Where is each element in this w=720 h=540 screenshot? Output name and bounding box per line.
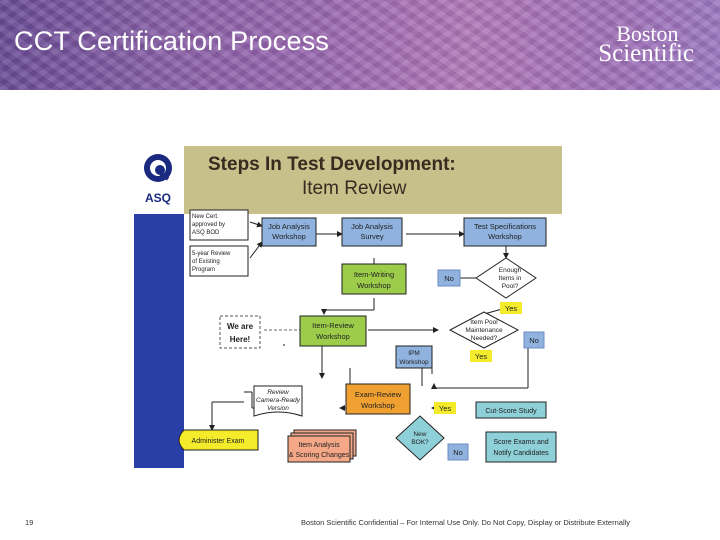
svg-text:Score Exams and: Score Exams and bbox=[493, 439, 548, 446]
node-test-specifications: Test Specifications Workshop bbox=[463, 217, 547, 247]
svg-text:Item Analysis: Item Analysis bbox=[298, 442, 340, 449]
svg-text:Exam-Review: Exam-Review bbox=[355, 390, 402, 399]
svg-text:Here!: Here! bbox=[230, 335, 250, 344]
node-five-year-review: 5-year Review of Existing Program bbox=[189, 245, 249, 277]
node-item-analysis: Item Analysis & Scoring Changes bbox=[287, 429, 357, 463]
node-new-bok-decision: New BOK? bbox=[395, 415, 445, 461]
slide-title: CCT Certification Process bbox=[14, 26, 330, 56]
node-ipm-workshop: IPM Workshop bbox=[395, 345, 433, 369]
label-no-2: No bbox=[523, 331, 545, 349]
node-exam-review-workshop: Exam-Review Workshop bbox=[345, 383, 411, 415]
svg-text:Item-Review: Item-Review bbox=[312, 321, 354, 330]
header-banner: CCT Certification Process Boston Scienti… bbox=[0, 0, 720, 90]
label-no-3: No bbox=[447, 443, 469, 461]
svg-text:Enough: Enough bbox=[499, 267, 522, 274]
svg-text:New Cert.: New Cert. bbox=[192, 214, 219, 220]
node-enough-items-decision: Enough Items in Pool? bbox=[475, 257, 537, 299]
svg-text:Test Specifications: Test Specifications bbox=[474, 222, 536, 231]
svg-text:Workshop: Workshop bbox=[361, 401, 395, 410]
svg-text:Survey: Survey bbox=[360, 232, 384, 241]
node-cut-score-study: Cut-Score Study bbox=[475, 401, 547, 419]
svg-text:Yes: Yes bbox=[505, 304, 517, 313]
svg-text:Workshop: Workshop bbox=[272, 232, 306, 241]
svg-text:Program: Program bbox=[192, 267, 215, 273]
svg-text:Pool?: Pool? bbox=[502, 283, 519, 290]
asq-logo-text: ASQ bbox=[145, 191, 171, 205]
svg-text:Maintenance: Maintenance bbox=[465, 327, 503, 334]
svg-text:IPM: IPM bbox=[408, 350, 420, 357]
svg-text:Needed?: Needed? bbox=[471, 335, 498, 342]
svg-text:Workshop: Workshop bbox=[488, 232, 522, 241]
svg-text:Administer Exam: Administer Exam bbox=[192, 438, 245, 445]
svg-text:New: New bbox=[413, 431, 426, 438]
node-pool-maintenance-decision: Item Pool Maintenance Needed? bbox=[448, 311, 520, 349]
svg-text:Items in: Items in bbox=[499, 275, 522, 282]
svg-text:of Existing: of Existing bbox=[192, 259, 220, 265]
svg-text:Yes: Yes bbox=[475, 352, 487, 361]
svg-text:Notify Candidates: Notify Candidates bbox=[493, 450, 549, 457]
svg-text:We are: We are bbox=[227, 322, 254, 331]
svg-text:BOK?: BOK? bbox=[411, 439, 429, 446]
node-review-camera-ready: Review Camera-Ready Version bbox=[253, 385, 303, 417]
svg-text:Version: Version bbox=[267, 405, 289, 412]
svg-text:Item-Writing: Item-Writing bbox=[354, 270, 394, 279]
header-texture bbox=[0, 0, 720, 90]
node-item-writing-workshop: Item-Writing Workshop bbox=[341, 263, 407, 295]
svg-text:Review: Review bbox=[267, 389, 290, 396]
svg-text:Workshop: Workshop bbox=[357, 281, 391, 290]
svg-text:Job Analysis: Job Analysis bbox=[351, 222, 393, 231]
svg-text:Workshop: Workshop bbox=[399, 359, 429, 366]
label-yes-3: Yes bbox=[434, 402, 456, 414]
boston-scientific-logo: Boston Scientific bbox=[598, 21, 694, 67]
node-job-analysis-survey: Job Analysis Survey bbox=[341, 217, 403, 247]
asq-logo-icon bbox=[144, 154, 172, 182]
svg-text:No: No bbox=[444, 274, 454, 283]
svg-text:Workshop: Workshop bbox=[316, 332, 350, 341]
flowchart-figure: ASQ Steps In Test Development: Item Revi… bbox=[134, 146, 562, 468]
label-no-1: No bbox=[437, 269, 461, 287]
node-administer-exam: Administer Exam bbox=[178, 429, 259, 451]
node-we-are-here: We are Here! bbox=[219, 315, 261, 349]
svg-text:Camera-Ready: Camera-Ready bbox=[256, 397, 301, 404]
node-job-analysis-workshop: Job Analysis Workshop bbox=[261, 217, 317, 247]
svg-text:Yes: Yes bbox=[439, 404, 451, 413]
flowchart-svg: ASQ Steps In Test Development: Item Revi… bbox=[134, 146, 562, 468]
svg-text:& Scoring Changes: & Scoring Changes bbox=[289, 452, 350, 459]
logo-line-1: Boston bbox=[616, 21, 679, 46]
confidential-notice: Boston Scientific Confidential – For Int… bbox=[301, 518, 631, 527]
svg-text:Job Analysis: Job Analysis bbox=[268, 222, 310, 231]
svg-text:Item Pool: Item Pool bbox=[470, 319, 498, 326]
node-new-cert: New Cert. approved by ASQ BOD bbox=[189, 209, 249, 241]
figure-heading-line2: Item Review bbox=[302, 178, 407, 199]
node-item-review-workshop: Item-Review Workshop bbox=[299, 315, 367, 347]
svg-text:No: No bbox=[453, 448, 463, 457]
svg-text:Cut-Score Study: Cut-Score Study bbox=[485, 408, 537, 415]
label-yes-1: Yes bbox=[500, 302, 522, 314]
svg-text:No: No bbox=[529, 336, 539, 345]
figure-heading-line1: Steps In Test Development: bbox=[208, 154, 456, 175]
svg-text:ASQ BOD: ASQ BOD bbox=[192, 230, 220, 236]
svg-text:5-year Review: 5-year Review bbox=[192, 251, 231, 257]
node-score-exams: Score Exams and Notify Candidates bbox=[485, 431, 557, 463]
svg-text:approved by: approved by bbox=[192, 222, 225, 228]
page-number: 19 bbox=[25, 518, 34, 527]
figure-heading-bg bbox=[184, 146, 562, 214]
logo-line-2: Scientific bbox=[598, 40, 694, 67]
label-yes-2: Yes bbox=[470, 350, 492, 362]
